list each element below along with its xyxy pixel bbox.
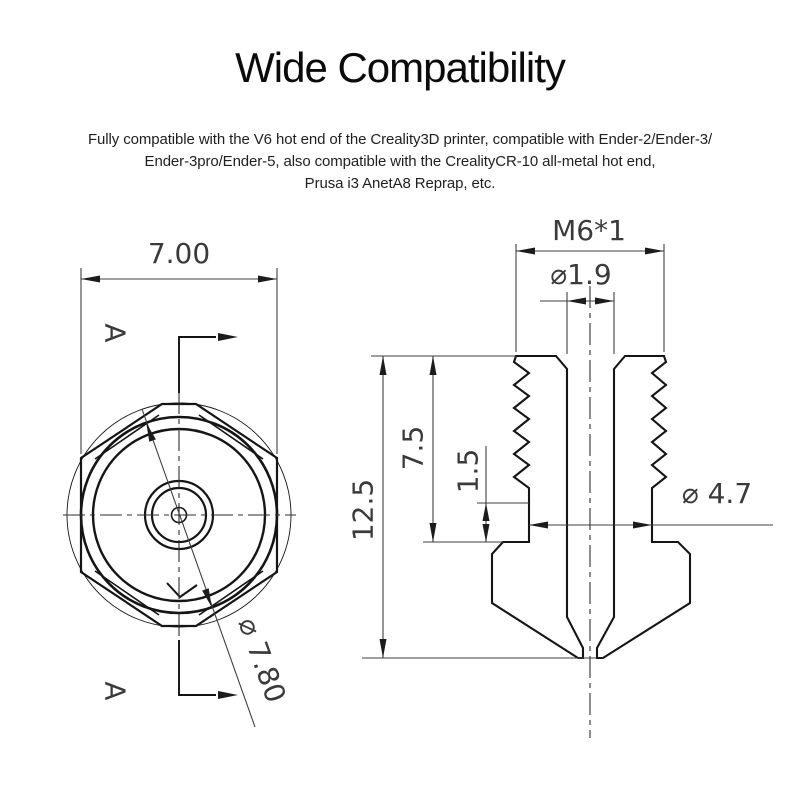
outer-diameter-text: ⌀ 7.80 [231,613,292,707]
dim-arrow [482,503,490,521]
section-line-bottom [178,640,216,696]
hex-chamfer-edges [94,414,264,616]
section-label-bottom: A [99,681,132,700]
width-dim-text: 7.00 [148,237,210,270]
diameter-dim-line [141,408,256,728]
section-line-top [178,336,216,393]
wrench-flat-notch [166,582,198,599]
dim-arrow [379,639,387,658]
dim-arrow [202,588,212,608]
page-title: Wide Compatibility [235,44,566,91]
section-view: M6*1 ⌀1.9 12.5 7.5 [347,214,773,738]
thread-length-text: 7.5 [397,426,430,471]
dim-arrow [516,247,535,255]
dim-arrow [567,297,586,305]
dim-arrow [146,422,156,442]
dim-arrow [529,521,548,529]
neck-diameter-text: ⌀ 4.7 [682,477,752,510]
section-arrow-bottom [218,691,238,699]
dim-arrow [379,356,387,375]
section-left-wall [490,354,585,660]
section-right-wall [595,354,692,660]
dim-arrow [258,275,277,283]
description-line: Ender-3pro/Ender-5, also compatible with… [144,153,656,170]
dim-arrow [645,247,664,255]
section-label-top: A [99,323,132,342]
neck-height-text: 1.5 [452,449,485,494]
description-line: Fully compatible with the V6 hot end of … [87,131,713,148]
compatibility-description: Fully compatible with the V6 hot end of … [0,129,800,195]
section-arrow-top [218,333,238,341]
dim-arrow [81,275,100,283]
front-view: A A 7.00 ⌀ 7.80 [63,237,296,728]
dim-arrow [633,521,652,529]
dim-arrow [595,297,614,305]
thread-dim-text: M6*1 [552,214,626,247]
dim-arrow [429,523,437,542]
total-length-text: 12.5 [347,479,380,541]
dim-arrow [482,524,490,542]
dim-arrow [429,356,437,375]
bore-dim-text: ⌀1.9 [550,258,611,291]
description-line: Prusa i3 AnetA8 Reprap, etc. [304,175,496,192]
